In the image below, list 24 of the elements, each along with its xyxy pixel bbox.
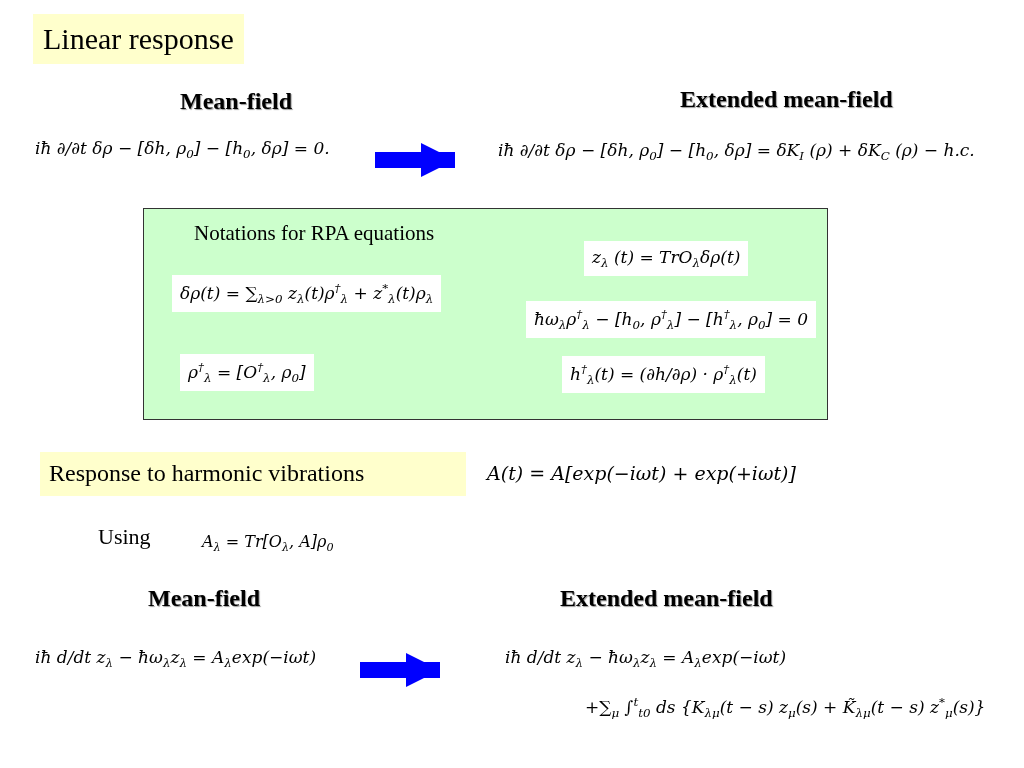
- panel-heading: Response to harmonic vibrations: [49, 460, 365, 487]
- equation: iħ d/dt z$_{λ}$ − ħω$_{λ}$z$_{λ}$ = A$_{λ}$exp(−iωt): [505, 647, 787, 671]
- heading: Extended mean-field: [560, 585, 773, 612]
- heading: Extended mean-field: [680, 86, 893, 113]
- title-text: Linear response: [33, 14, 244, 64]
- equation: A$_{λ}$ = Tr[O$_{λ}$, A]ρ$_{0}$: [202, 532, 334, 555]
- equation: +∑$_{μ}$ ∫$^{t}$$_{t0}$ ds {K$_{λμ}$(t − s) z$_{μ}$(s) + K̃$_{λμ}$(t − s) z$^{*}$$_{μ}$(s)}: [585, 695, 986, 721]
- highlight-panel: [143, 208, 828, 420]
- equation-box: ρ$^{†}$$_{λ}$ = [O$^{†}$$_{λ}$, ρ$_{0}$]: [180, 354, 314, 392]
- equation-box: ħω$_{λ}$ρ$^{†}$$_{λ}$ − [h$_{0}$, ρ$^{†}$$_{λ}$] − [h$^{†}$$_{λ}$, ρ$_{0}$] = 0: [526, 301, 817, 339]
- equation: iħ d/dt z$_{λ}$ − ħω$_{λ}$z$_{λ}$ = A$_{λ}$exp(−iωt): [35, 647, 317, 671]
- equation: A(t) = A[exp(−iωt) + exp(+iωt)]: [487, 462, 796, 484]
- equation-box: h$^{†}$$_{λ}$(t) = (∂h/∂ρ) · ρ$^{†}$$_{λ}$(t): [562, 356, 765, 394]
- panel-heading: Notations for RPA equations: [194, 221, 435, 246]
- equation: iħ ∂/∂t δρ − [δh, ρ$_{0}$] − [h$_{0}$, δρ] = 0.: [35, 138, 330, 162]
- equation: iħ ∂/∂t δρ − [δh, ρ$_{0}$] − [h$_{0}$, δρ] = δK$_{I}$ (ρ) + δK$_{C}$ (ρ) − h.c.: [498, 140, 975, 164]
- equation-box: δρ(t) = ∑$_{λ>0}$ z$_{λ}$(t)ρ$^{†}$$_{λ}$ + z$^{*}$$_{λ}$(t)ρ$_{λ}$: [172, 275, 442, 313]
- heading: Mean-field: [180, 88, 292, 115]
- heading: Mean-field: [148, 585, 260, 612]
- highlight-panel: [40, 452, 466, 496]
- label-text: Using: [98, 524, 151, 550]
- arrow: [360, 653, 440, 687]
- equation-box: z$_{λ}$ (t) = TrO$_{λ}$δρ(t): [584, 241, 749, 277]
- arrow: [375, 143, 455, 177]
